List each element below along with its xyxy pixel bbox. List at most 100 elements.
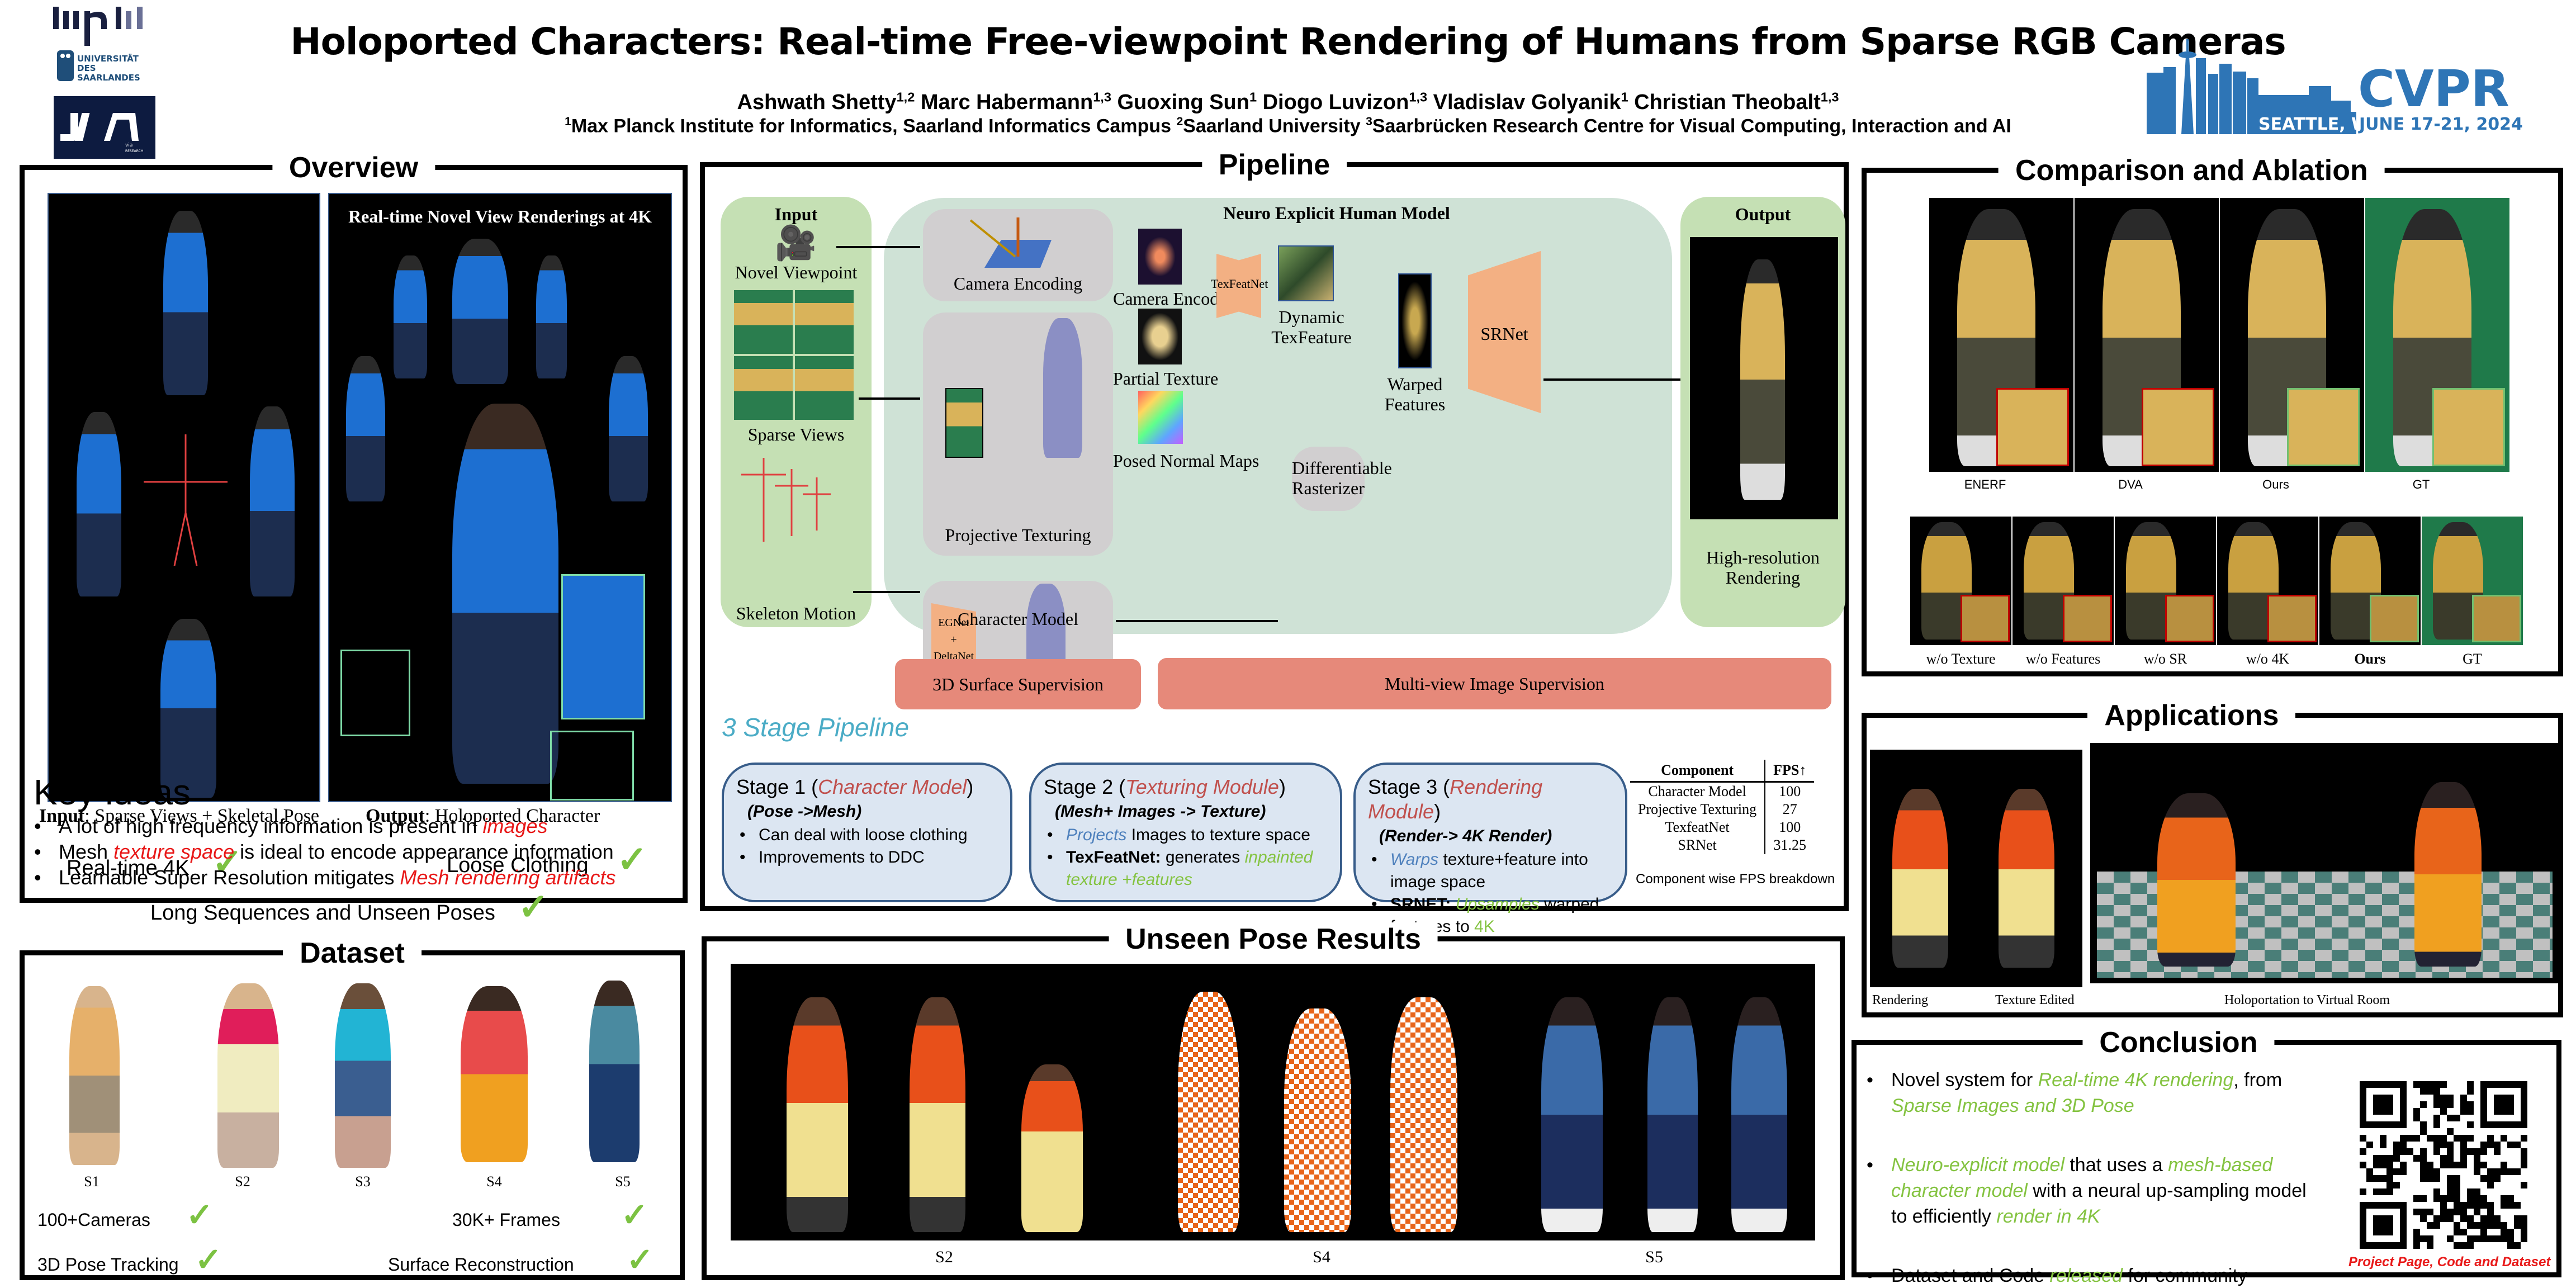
svg-text:UNIVERSITÄT: UNIVERSITÄT (77, 53, 139, 64)
stage-heading: Stage 2 (Texturing Module) (1044, 775, 1286, 798)
view-image (795, 290, 854, 354)
skeleton-pose-icon (144, 434, 228, 566)
key-ideas-title: Key ideas (34, 772, 191, 812)
ablation-label: w/o 4K (2246, 651, 2290, 667)
arrow-views-to-projective (859, 397, 920, 400)
key-idea-emphasis: Mesh rendering artifacts (400, 866, 616, 889)
conclusion-text: released (2049, 1265, 2123, 1286)
sparse-views-images (734, 290, 854, 420)
ablation-label: w/o Features (2025, 651, 2101, 667)
comparison-method-label: ENERF (1964, 477, 2006, 491)
dataset-feature-surface: Surface Reconstruction ✓ (388, 1242, 654, 1278)
high-resolution-rendering-label: High-resolution Rendering (1706, 547, 1820, 588)
stage-subtitle: (Render-> 4K Render) (1379, 827, 1552, 845)
qr-code[interactable] (2360, 1081, 2527, 1249)
unseen-label: S4 (1313, 1248, 1330, 1266)
video-camera-icon: 🎥 (775, 224, 817, 262)
conclusion-text: Neuro-explicit model (1891, 1154, 2064, 1176)
dynamic-texfeature-cube (1278, 245, 1334, 301)
svg-text:RESEARCH: RESEARCH (125, 149, 143, 153)
svg-text:via: via (125, 143, 132, 148)
comparison-method-label: Ours (2262, 477, 2289, 491)
unseen-label: S5 (1645, 1248, 1663, 1266)
comparison-method-label: GT (2412, 477, 2430, 491)
author-name: Christian Theobalt1,3 (1634, 89, 1839, 114)
virtual-room-image (2090, 743, 2560, 983)
fps-table-caption: Component wise FPS breakdown (1636, 872, 1835, 887)
partial-texture-map (1138, 309, 1182, 364)
app-caption-texture-edited: Texture Edited (1995, 993, 2075, 1007)
cvpr-dates: JUNE 17-21, 2024 (2358, 115, 2523, 134)
cvpr-logo: SEATTLE, WA CVPR JUNE 17-21, 2024 (2147, 39, 2560, 134)
via-research-center-logo: via RESEARCH (54, 96, 155, 159)
fps-header-component: Component (1630, 760, 1765, 783)
camera-encoding-map (1138, 229, 1182, 285)
person-figure (1740, 259, 1785, 500)
affiliation-name: Saarland University (1183, 115, 1366, 137)
zoom-inset-shirt (561, 574, 645, 719)
fps-component: Character Model (1648, 783, 1746, 799)
subject-s2-figure (217, 983, 279, 1168)
subject-label: S2 (235, 1173, 250, 1190)
overview-title: Overview (272, 151, 435, 184)
checkmark-icon: ✓ (518, 886, 549, 927)
differentiable-rasterizer-box (1292, 447, 1365, 511)
author-name: Vladislav Golyanik1 (1433, 89, 1628, 114)
texfeatnet-label: TexFeatNet (1211, 277, 1268, 291)
dataset-title: Dataset (283, 936, 422, 970)
stage-bullet: Projects Images to texture space (1044, 824, 1328, 846)
qr-caption[interactable]: Project Page, Code and Dataset (2348, 1254, 2551, 1270)
feature-check-sequences: Long Sequences and Unseen Poses ✓ (150, 886, 549, 927)
stage-heading: Stage 1 (Character Model) (736, 775, 974, 798)
author-name: Ashwath Shetty1,2 (737, 89, 915, 114)
ablation-label: GT (2463, 651, 2482, 667)
dataset-feature-cameras: 100+Cameras ✓ (37, 1197, 214, 1233)
affiliation-name: Max Planck Institute for Informatics, Sa… (571, 115, 1177, 137)
zoom-inset-shoe (550, 731, 634, 801)
person-figure (609, 356, 648, 501)
key-idea-emphasis: images (482, 815, 548, 837)
view-image (734, 290, 793, 354)
texture-edit-image (1870, 750, 2082, 987)
input-views-image (48, 193, 320, 802)
stage-bullet-text: generates (1161, 848, 1245, 866)
comparison-title: Comparison and Ablation (1998, 154, 2385, 187)
stage-bullet-text: Images to texture space (1126, 826, 1310, 844)
stage-bullet-text: Warps (1390, 850, 1439, 869)
camera-encoding-box-label: Camera Encoding (953, 273, 1083, 293)
camera-encoding-output-label: Camera Encoding (1113, 288, 1242, 309)
conclusion-title: Conclusion (2082, 1026, 2275, 1059)
pipeline-panel: Pipeline Input 🎥 Novel Viewpoint Sparse … (700, 148, 1849, 936)
zoom-inset (2165, 595, 2214, 642)
stage-bullets: Projects Images to texture spaceTexFeatN… (1044, 824, 1328, 891)
stage-bullet: Improvements to DDC (736, 846, 998, 869)
author-affiliation-sup: 1,3 (1409, 89, 1428, 104)
mpi-logo (53, 7, 184, 46)
ablation-image (2012, 517, 2114, 645)
person-figure (2157, 793, 2236, 967)
checkmark-icon: ✓ (195, 1242, 222, 1278)
texfeatnet-block (1216, 254, 1261, 318)
person-figure (1647, 997, 1698, 1232)
person-figure (452, 239, 508, 384)
ablation-label: Ours (2354, 651, 2386, 667)
partial-texture-label: Partial Texture (1113, 368, 1219, 389)
affiliation-list: 1Max Planck Institute for Informatics, S… (0, 115, 2576, 137)
output-title: Output (1735, 204, 1791, 224)
zoom-inset (1996, 388, 2069, 466)
app-caption-virtual-room: Holoportation to Virtual Room (2224, 993, 2390, 1007)
subject-s5-figure (589, 981, 640, 1162)
stage-bullet-text: texture+feature into image space (1390, 850, 1588, 891)
ablation-image (2115, 517, 2216, 645)
ablation-label: w/o Texture (1926, 651, 1996, 667)
surface-supervision-box: 3D Surface Supervision (895, 659, 1141, 709)
projective-texturing-label: Projective Texturing (945, 525, 1091, 545)
stage-subtitle: (Pose ->Mesh) (747, 802, 862, 821)
zoom-inset (2432, 388, 2505, 466)
conclusion-text: with a neural up-sampling model to effic… (1891, 1180, 2307, 1227)
zoom-inset (2472, 595, 2521, 642)
ablation-image (2422, 517, 2523, 645)
person-figure (452, 404, 558, 784)
dataset-feature-pose-tracking: 3D Pose Tracking ✓ (37, 1242, 222, 1278)
cvpr-name: CVPR (2358, 60, 2509, 119)
